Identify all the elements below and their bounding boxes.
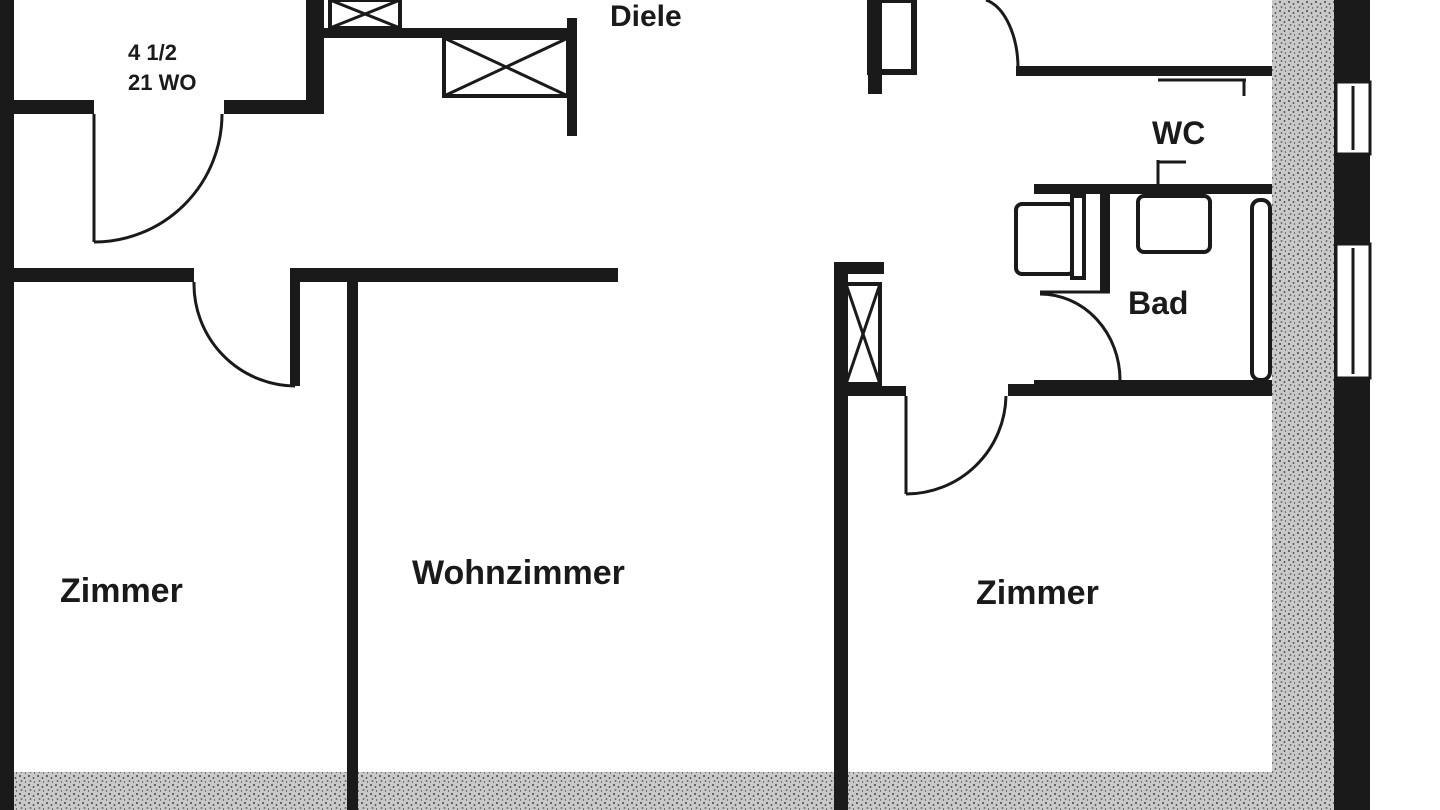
exterior-wall-bottom-band: [14, 772, 1334, 810]
wall-closet-side: [567, 18, 577, 136]
closet-large-cross-2: [443, 36, 569, 98]
exterior-wall-right-band: [1272, 0, 1334, 810]
wall-pillar-stem: [868, 0, 882, 94]
wall-closet-right-top: [834, 262, 884, 274]
label-bad: Bad: [1128, 285, 1188, 321]
wall-partition-right: [834, 270, 848, 810]
label-zimmer-left: Zimmer: [60, 572, 183, 610]
label-wohnzimmer: Wohnzimmer: [412, 554, 625, 592]
wall-storage-bottom: [14, 100, 94, 114]
label-diele: Diele: [610, 0, 682, 33]
toilet-fixture: [1014, 202, 1076, 276]
wall-rooms-top-b: [296, 268, 618, 282]
unit-tag-line1: 4 1/2: [128, 40, 177, 65]
sink-fixture: [1136, 194, 1212, 254]
wall-left-exterior: [0, 0, 14, 810]
label-zimmer-right: Zimmer: [976, 574, 1099, 612]
wall-partition-left: [347, 282, 358, 810]
wall-bad-bottom: [1034, 380, 1272, 390]
label-wc: WC: [1152, 115, 1205, 151]
toilet-fixture-tank: [1070, 194, 1086, 280]
bathtub-fixture: [1250, 198, 1272, 382]
wall-wc-top: [1016, 66, 1272, 76]
door-swing-storage: [93, 113, 224, 244]
wall-bad-top: [1034, 184, 1272, 194]
door-swing-zimmer-right: [905, 395, 1008, 496]
door-swing-top-room: [985, 0, 1020, 71]
door-swing-bad: [1039, 292, 1122, 381]
unit-tag-line2: 21 WO: [128, 70, 196, 95]
wall-storage-bottom-b: [224, 100, 324, 114]
wall-zimmer-right-top-a: [848, 386, 906, 396]
door-swing-zimmer-left: [192, 281, 296, 388]
closet-right-cross-2: [844, 283, 882, 385]
wall-closet-top: [324, 28, 574, 38]
wall-storage-right: [306, 0, 324, 114]
closet-small-cross-2: [329, 0, 401, 30]
wall-rooms-top-a: [14, 268, 194, 282]
wall-bad-left: [1100, 184, 1110, 292]
